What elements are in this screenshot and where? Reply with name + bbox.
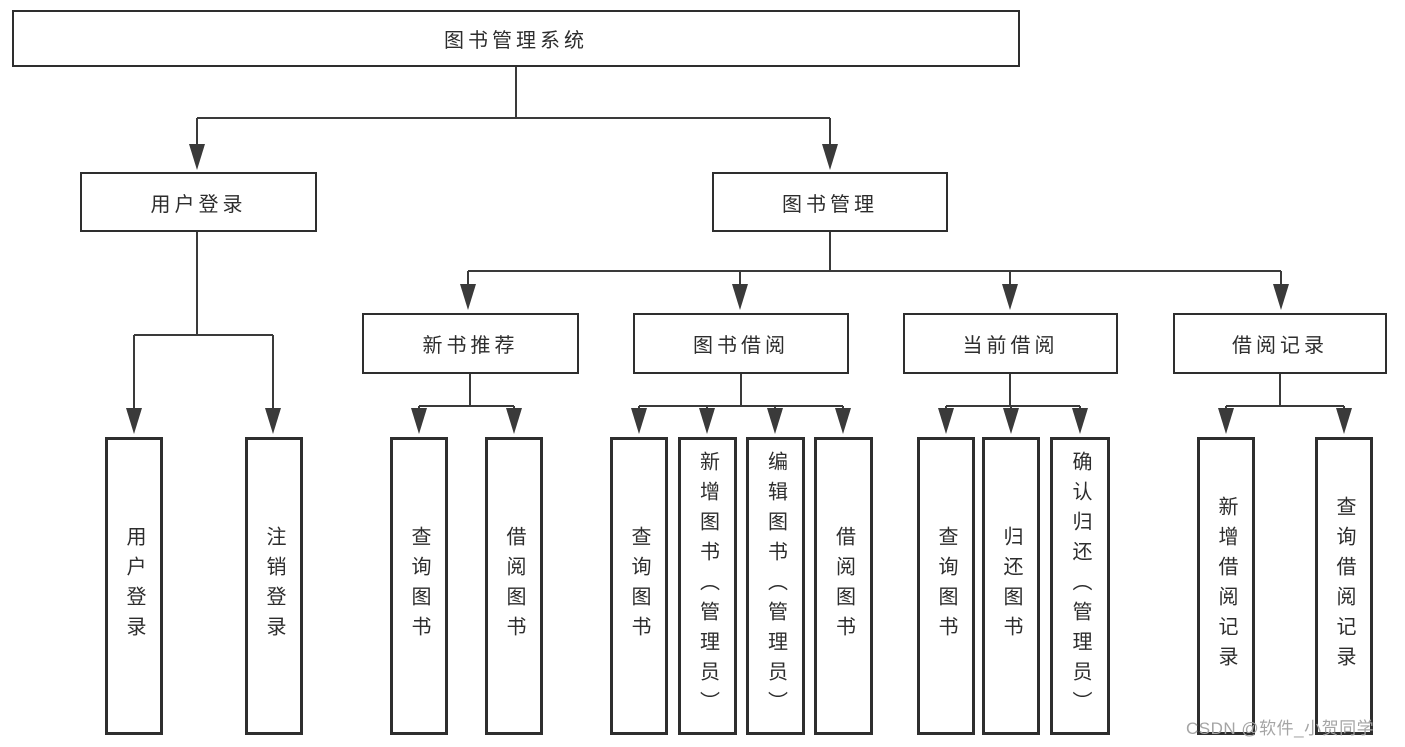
node-label: 图书管理系统	[444, 30, 588, 52]
node-label: 新书推荐	[422, 335, 519, 357]
node-new-book-recommend: 新书推荐	[362, 313, 579, 374]
leaf-borrow-add-books-admin: 新增图书（管理员）	[678, 437, 737, 735]
node-label: 新增图书（管理员）	[696, 451, 719, 721]
leaf-current-confirm-return-admin: 确认归还（管理员）	[1050, 437, 1110, 735]
leaf-user-login: 用户登录	[105, 437, 163, 735]
leaf-record-query-record: 查询借阅记录	[1315, 437, 1373, 735]
node-label: 当前借阅	[962, 335, 1059, 357]
node-label: 编辑图书（管理员）	[764, 451, 787, 721]
node-label: 查询借阅记录	[1333, 496, 1355, 676]
node-label: 借阅图书	[503, 526, 525, 646]
leaf-current-return-books: 归还图书	[982, 437, 1040, 735]
node-label: 借阅记录	[1232, 335, 1328, 357]
leaf-borrow-edit-books-admin: 编辑图书（管理员）	[746, 437, 805, 735]
node-label: 归还图书	[1000, 526, 1022, 646]
node-label: 用户登录	[123, 526, 145, 646]
node-user-login: 用户登录	[80, 172, 317, 232]
node-label: 查询图书	[935, 526, 957, 646]
node-label: 图书借阅	[693, 335, 789, 357]
leaf-borrow-borrow-books: 借阅图书	[814, 437, 873, 735]
leaf-logout: 注销登录	[245, 437, 303, 735]
node-label: 确认归还（管理员）	[1069, 451, 1091, 721]
node-label: 查询图书	[628, 526, 650, 646]
leaf-borrow-query-books: 查询图书	[610, 437, 668, 735]
leaf-newbook-borrow-books: 借阅图书	[485, 437, 543, 735]
watermark: CSDN @软件_小贺同学	[1186, 719, 1375, 738]
node-book-management: 图书管理	[712, 172, 948, 232]
node-label: 新增借阅记录	[1215, 496, 1237, 676]
leaf-current-query-books: 查询图书	[917, 437, 975, 735]
node-label: 查询图书	[408, 526, 430, 646]
leaf-record-add-record: 新增借阅记录	[1197, 437, 1255, 735]
node-borrow-record: 借阅记录	[1173, 313, 1387, 374]
leaf-newbook-query-books: 查询图书	[390, 437, 448, 735]
node-label: 用户登录	[150, 193, 247, 216]
node-root: 图书管理系统	[12, 10, 1020, 67]
node-book-borrow: 图书借阅	[633, 313, 849, 374]
node-label: 借阅图书	[832, 526, 855, 646]
node-label: 注销登录	[263, 526, 285, 646]
node-label: 图书管理	[782, 193, 878, 216]
node-current-borrow: 当前借阅	[903, 313, 1118, 374]
